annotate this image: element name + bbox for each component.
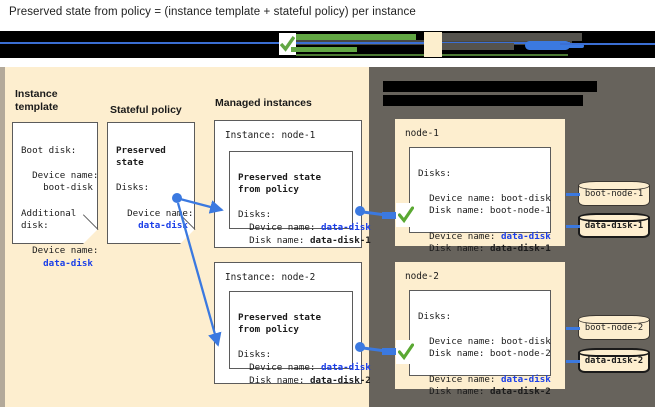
node2-device-name-label: Device name: [249,361,321,373]
node2-disk-name-label: Disk name: [249,374,310,386]
node-1-data-device-label: Device name: [429,230,501,242]
disk-cylinder-data-disk-2: data-disk-2 [578,348,650,374]
legend-gray-bar-b [442,43,514,50]
node1-device-name-label: Device name: [249,221,321,233]
node-2-data-device-label: Device name: [429,373,501,385]
disk-cylinder-data-disk-1: data-disk-1 [578,213,650,239]
cylinder-top [578,213,650,222]
legend-cream-swatch [424,32,442,57]
legend-blue-line-2 [560,43,655,45]
instance-node-1-card: Instance: node-1 Preserved state from po… [214,120,371,248]
node-2-boot-device: Device name: boot-disk [429,335,551,347]
legend-band-redacted [0,31,655,58]
disk-cylinder-boot-node-2: boot-node-2 [578,315,650,341]
card-fold-line [82,214,99,230]
instance-template-card: Boot disk: Device name: boot-disk Additi… [12,122,99,269]
instance-template-data-disk-value: data-disk [43,257,93,269]
legend-blue-blob-2 [560,44,584,48]
check-icon-node-1 [396,203,415,227]
connector-data-disk-1 [566,225,580,228]
node-2-disks-box: Disks: Device name: boot-disk Disk name:… [409,290,551,397]
node-2-boot-disk: Disk name: boot-node-2 [429,348,551,360]
node-1-boot-disk: Disk name: boot-node-1 [429,205,551,217]
preserved-state-title-2: Preserved state from policy [238,311,321,336]
disk-label: boot-node-1 [584,189,644,199]
preserved-state-title-1: Preserved state from policy [238,171,321,196]
node-1-data-disk-value: data-disk-1 [489,243,551,255]
column-title-stateful-policy: Stateful policy [110,104,182,116]
node-2-data-disk-value: data-disk-2 [489,386,551,398]
column-title-instance-template: Instance template [15,88,59,113]
node-2-label: node-2 [405,271,439,282]
page-title: Preserved state from policy = (instance … [9,6,416,18]
stateful-policy-card: Preserved state Disks: Device name: data… [107,122,196,244]
cylinder-top [578,315,650,324]
legend-green-bar-2 [291,47,357,52]
node-1-disks-box: Disks: Device name: boot-disk Disk name:… [409,147,551,254]
instance-node-2-label: Instance: node-2 [225,272,316,283]
disk-cylinder-boot-node-1: boot-node-1 [578,181,650,207]
connector-into-node-1 [382,212,400,219]
instance-node-1-label: Instance: node-1 [225,130,316,141]
right-panel-header-redaction-2 [383,95,583,106]
legend-gray-bar-a [442,33,582,41]
disk-label: data-disk-1 [584,221,644,231]
card-fold-corner [83,229,98,244]
connector-data-disk-2 [566,360,580,363]
check-icon-node-2 [396,340,415,364]
managed-instances-line1: Managed instances [215,97,312,109]
disk-label: boot-node-2 [584,323,644,333]
stateful-policy-data-disk-value: data-disk [138,220,188,232]
node2-device-name-value: data-disk [321,361,371,373]
connector-boot-node-1 [566,193,580,196]
card-fold-corner [180,229,195,244]
node1-disk-name-label: Disk name: [249,234,310,246]
node-1-data-disk-label: Disk name: [429,243,490,255]
legend-blue-blob [525,41,570,50]
instance-node-1-preserved-state-box: Preserved state from policy Disks: Devic… [229,151,371,246]
cylinder-top [578,348,650,357]
connector-into-node-2 [382,348,400,355]
stateful-policy-card-title: Preserved state [116,144,166,169]
instance-node-2-card: Instance: node-2 Preserved state from po… [214,262,371,386]
node-1-disks-label: Disks: [418,167,452,179]
legend-green-bar [296,34,416,40]
disk-label: data-disk-2 [584,356,644,366]
node2-disk-name-value: data-disk-2 [309,374,371,386]
node-2-card: node-2 Disks: Device name: boot-disk Dis… [395,262,565,397]
node-1-boot-device: Device name: boot-disk [429,192,551,204]
node-2-data-disk-label: Disk name: [429,386,490,398]
node-1-data-device-value: data-disk [501,230,551,242]
node-2-disks-label: Disks: [418,310,452,322]
cylinder-top [578,181,650,190]
node1-disk-name-value: data-disk-1 [309,234,371,246]
node-1-card: node-1 Disks: Device name: boot-disk Dis… [395,119,565,254]
node-1-label: node-1 [405,128,439,139]
right-panel-header-redaction-1 [383,81,597,92]
node1-device-name-value: data-disk [321,221,371,233]
connector-boot-node-2 [566,327,580,330]
instance-node-2-preserved-state-box: Preserved state from policy Disks: Devic… [229,291,371,386]
node-2-data-device-value: data-disk [501,373,551,385]
